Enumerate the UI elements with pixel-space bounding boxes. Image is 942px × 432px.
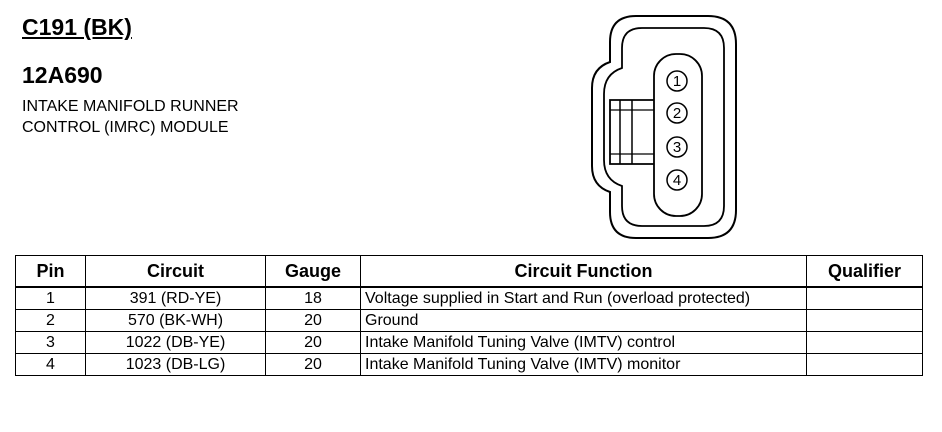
column-header-circuit-function: Circuit Function <box>360 255 807 288</box>
pin-4: 4 <box>666 169 688 191</box>
table-header-row: Pin Circuit Gauge Circuit Function Quali… <box>15 255 923 288</box>
column-header-pin: Pin <box>15 255 86 288</box>
table-row: 3 1022 (DB-YE) 20 Intake Manifold Tuning… <box>15 331 923 354</box>
gauge-cell: 20 <box>265 309 361 332</box>
pinout-table: Pin Circuit Gauge Circuit Function Quali… <box>15 255 923 376</box>
pin-1-label: 1 <box>673 73 681 90</box>
table-row: 4 1023 (DB-LG) 20 Intake Manifold Tuning… <box>15 353 923 376</box>
qualifier-cell <box>806 286 923 310</box>
gauge-cell: 18 <box>265 286 361 310</box>
connector-title: C191 (BK) <box>22 14 132 40</box>
column-header-qualifier: Qualifier <box>806 255 923 288</box>
component-description: INTAKE MANIFOLD RUNNER CONTROL (IMRC) MO… <box>22 98 239 136</box>
pin-cell: 1 <box>15 286 86 310</box>
column-header-gauge: Gauge <box>265 255 361 288</box>
connector-face-diagram: 1 2 3 4 <box>591 15 737 239</box>
gauge-cell: 20 <box>265 331 361 354</box>
gauge-cell: 20 <box>265 353 361 376</box>
connector-inner-shell <box>603 27 725 227</box>
pin-cell: 2 <box>15 309 86 332</box>
pin-4-label: 4 <box>673 172 681 189</box>
pin-3-label: 3 <box>673 139 681 156</box>
pin-3: 3 <box>666 136 688 158</box>
circuit-cell: 1022 (DB-YE) <box>85 331 266 354</box>
function-cell: Intake Manifold Tuning Valve (IMTV) moni… <box>360 353 807 376</box>
pin-cavity-block <box>653 53 703 217</box>
pin-cell: 3 <box>15 331 86 354</box>
table-row: 2 570 (BK-WH) 20 Ground <box>15 309 923 332</box>
pin-1: 1 <box>666 70 688 92</box>
pin-2: 2 <box>666 102 688 124</box>
qualifier-cell <box>806 353 923 376</box>
qualifier-cell <box>806 309 923 332</box>
pin-cell: 4 <box>15 353 86 376</box>
function-cell: Intake Manifold Tuning Valve (IMTV) cont… <box>360 331 807 354</box>
pin-2-label: 2 <box>673 105 681 122</box>
connector-outer-shell <box>591 15 737 239</box>
part-number: 12A690 <box>22 62 103 88</box>
circuit-cell: 570 (BK-WH) <box>85 309 266 332</box>
column-header-circuit: Circuit <box>85 255 266 288</box>
locking-tab <box>609 99 654 165</box>
function-cell: Voltage supplied in Start and Run (overl… <box>360 286 807 310</box>
circuit-cell: 1023 (DB-LG) <box>85 353 266 376</box>
function-cell: Ground <box>360 309 807 332</box>
table-row: 1 391 (RD-YE) 18 Voltage supplied in Sta… <box>15 286 923 310</box>
qualifier-cell <box>806 331 923 354</box>
circuit-cell: 391 (RD-YE) <box>85 286 266 310</box>
